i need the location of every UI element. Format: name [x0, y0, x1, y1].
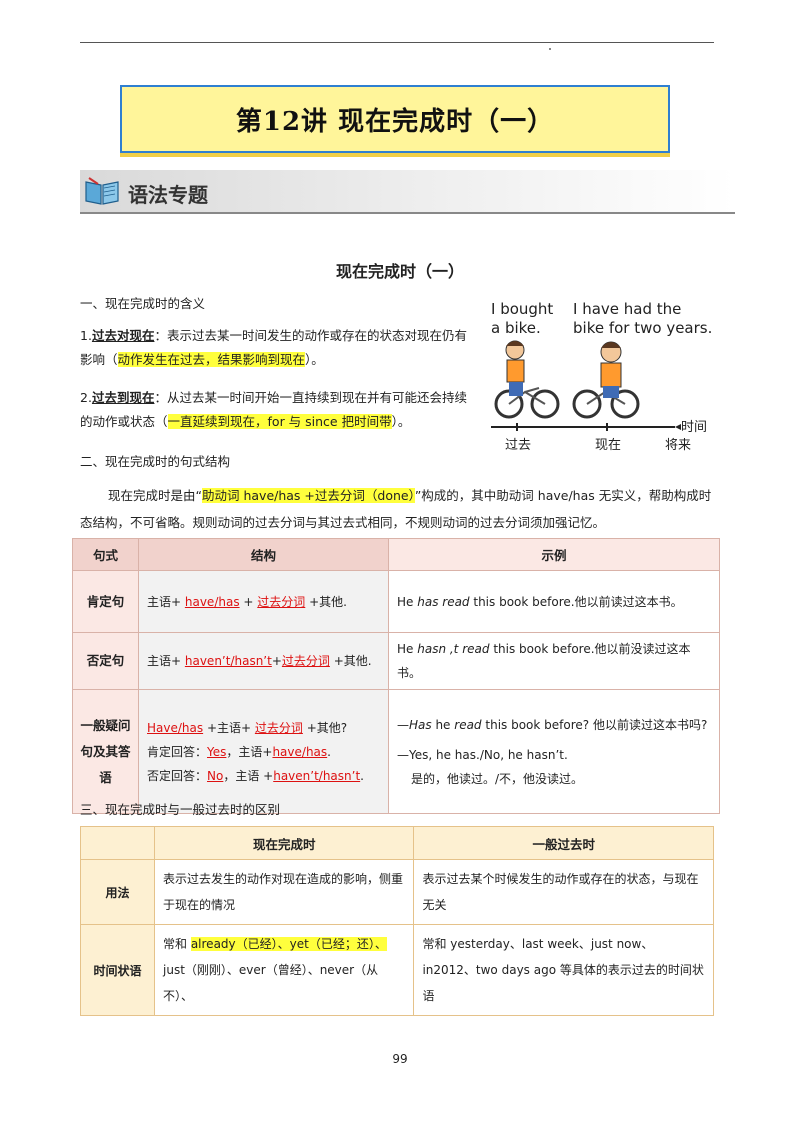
- row-label: 时间状语: [80, 924, 155, 1016]
- col-header: 一般过去时: [413, 826, 714, 860]
- page-number: 99: [392, 1052, 408, 1066]
- axis-label-time: 时间: [681, 420, 708, 435]
- col-header: 现在完成时: [153, 826, 415, 860]
- row-kind: 否定句: [72, 632, 139, 690]
- col-header: [80, 826, 155, 860]
- banner-line: [80, 212, 735, 214]
- table-row: 一般疑问句及其答语 Have/has +主语+ 过去分词 +其他? 肯定回答：Y…: [72, 689, 720, 814]
- compare-title: 三、现在完成时与一般过去时的区别: [80, 802, 281, 817]
- col-header: 句式: [72, 538, 139, 571]
- usage-present-perfect: 表示过去发生的动作对现在造成的影响，侧重于现在的情况: [153, 859, 415, 925]
- row-kind: 一般疑问句及其答语: [72, 689, 139, 814]
- section-banner: 语法专题: [80, 170, 735, 214]
- row-kind: 肯定句: [72, 570, 139, 633]
- row-example: He hasn ,t read this book before.他以前没读过这…: [388, 632, 720, 690]
- structure-intro: 现在完成时是由“助动词 have/has +过去分词（done）”构成的，其中助…: [80, 488, 712, 530]
- row-label: 用法: [80, 859, 155, 925]
- row-structure: 主语+ have/has + 过去分词 +其他.: [138, 570, 389, 633]
- timeline-illustration: I bought a bike. I have had the bike for…: [487, 296, 717, 456]
- table-header-row: 句式 结构 示例: [72, 538, 720, 571]
- label-future: 将来: [665, 438, 692, 453]
- book-icon: [85, 177, 119, 205]
- caption-have-had: I have had the bike for two years.: [573, 300, 713, 337]
- header-dot: [549, 48, 551, 50]
- lesson-title-box: 第12讲 现在完成时（一）: [120, 85, 670, 153]
- table-row: 否定句 主语+ haven’t/hasn’t+过去分词 +其他. He hasn…: [72, 632, 720, 690]
- structure-table: 句式 结构 示例 肯定句 主语+ have/has + 过去分词 +其他. He…: [72, 538, 720, 814]
- table-header-row: 现在完成时 一般过去时: [80, 826, 714, 860]
- usage-simple-past: 表示过去某个时候发生的动作或存在的状态，与现在无关: [413, 859, 714, 925]
- label-now: 现在: [595, 438, 622, 453]
- key-past-to-present: 过去对现在: [91, 328, 155, 343]
- table-row: 肯定句 主语+ have/has + 过去分词 +其他. He has read…: [72, 570, 720, 633]
- table-row: 时间状语 常和 already（已经）、yet（已经；还）、just（刚刚）、e…: [80, 924, 714, 1016]
- structure-title: 二、现在完成时的句式结构: [80, 454, 231, 469]
- row-example: —Has he read this book before? 他以前读过这本书吗…: [388, 689, 720, 814]
- row-structure: Have/has +主语+ 过去分词 +其他? 肯定回答：Yes，主语+have…: [138, 689, 389, 814]
- meaning-point-1: 1.过去对现在：表示过去某一时间发生的动作或存在的状态对现在仍有影响（动作发生在…: [80, 328, 467, 367]
- col-header: 示例: [388, 538, 720, 571]
- highlight-2: 一直延续到现在，for 与 since 把时间带: [167, 414, 392, 429]
- highlight-1: 动作发生在过去，结果影响到现在: [117, 352, 306, 367]
- caption-bought: I bought a bike.: [491, 300, 554, 337]
- heading: 现在完成时（一）: [335, 262, 464, 281]
- meaning-point-2: 2.过去到现在：从过去某一时间开始一直持续到现在并有可能还会持续的动作或状态（一…: [80, 390, 467, 429]
- col-header: 结构: [138, 538, 389, 571]
- label-past: 过去: [505, 438, 532, 453]
- bike-drawing: [491, 340, 681, 431]
- compare-table: 现在完成时 一般过去时 用法 表示过去发生的动作对现在造成的影响，侧重于现在的情…: [80, 826, 714, 1016]
- adverbs-simple-past: 常和 yesterday、last week、just now、in2012、t…: [413, 924, 714, 1016]
- header-rule: [80, 42, 714, 43]
- row-structure: 主语+ haven’t/hasn’t+过去分词 +其他.: [138, 632, 389, 690]
- formula-highlight: 助动词 have/has +过去分词（done）: [201, 488, 415, 503]
- key-past-until-now: 过去到现在: [91, 390, 155, 405]
- table-row: 用法 表示过去发生的动作对现在造成的影响，侧重于现在的情况 表示过去某个时候发生…: [80, 859, 714, 925]
- meaning-title: 一、现在完成时的含义: [80, 296, 206, 311]
- adverbs-present-perfect: 常和 already（已经）、yet（已经；还）、just（刚刚）、ever（曾…: [153, 924, 415, 1016]
- section-title: 语法专题: [128, 183, 208, 207]
- lesson-title: 第12讲 现在完成时（一）: [235, 106, 555, 137]
- row-example: He has read this book before.他以前读过这本书。: [388, 570, 720, 633]
